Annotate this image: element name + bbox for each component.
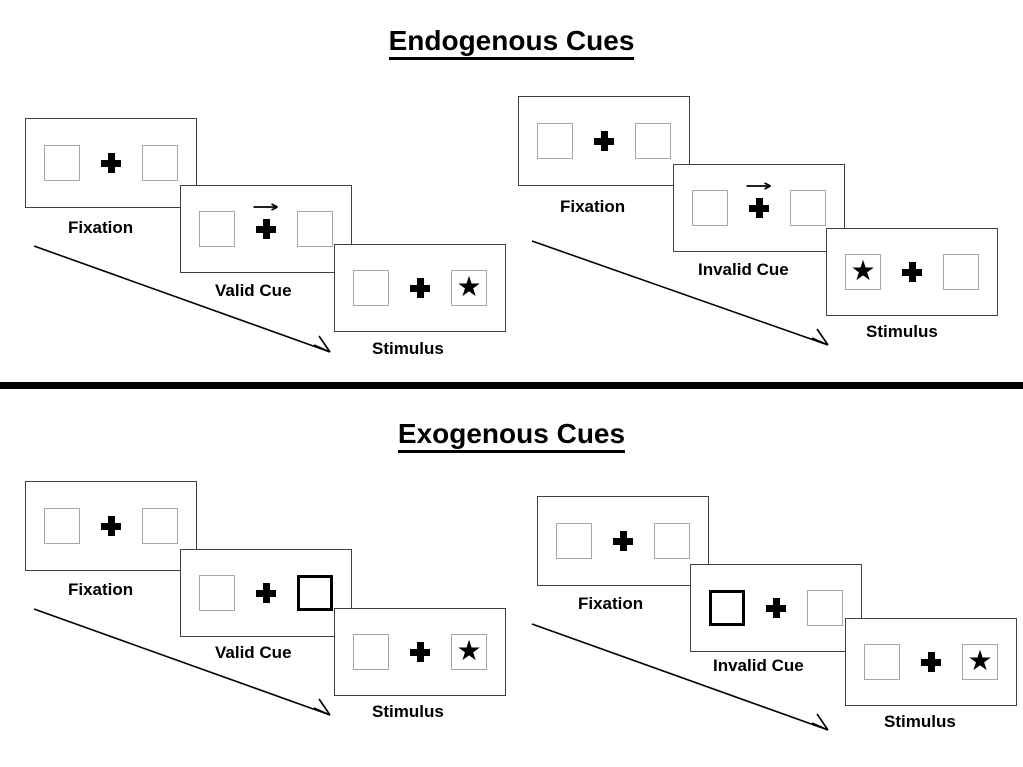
fixation-area: [746, 182, 772, 218]
left-box-cued: ★: [709, 590, 745, 626]
fixation-cross-icon: [101, 516, 121, 536]
time-arrow-exogenous-valid: [33, 608, 331, 716]
star-icon: ★: [456, 271, 482, 302]
panel-endogenous-invalid-fixation[interactable]: ★ ★: [518, 96, 690, 186]
section-title-exogenous: Exogenous Cues: [0, 418, 1023, 453]
fixation-cross-icon: [594, 131, 614, 151]
left-box: ★: [199, 575, 235, 611]
fixation-area: [610, 531, 636, 551]
fixation-cross-icon: [410, 278, 430, 298]
right-box: ★: [451, 634, 487, 670]
panel-exogenous-invalid-fixation[interactable]: ★ ★: [537, 496, 709, 586]
left-box: ★: [845, 254, 881, 290]
fixation-area: [407, 642, 433, 662]
section-title-endogenous: Endogenous Cues: [0, 25, 1023, 60]
panel-exogenous-invalid-cue[interactable]: ★ ★: [690, 564, 862, 652]
fixation-cross-icon: [766, 598, 786, 618]
fixation-area: [253, 203, 279, 239]
right-box: ★: [943, 254, 979, 290]
caption-endogenous-invalid-cue: Invalid Cue: [698, 260, 789, 279]
caption-endogenous-valid-stimulus: Stimulus: [372, 339, 444, 358]
fixation-area: [899, 262, 925, 282]
fixation-cross-icon: [101, 153, 121, 173]
star-icon: ★: [456, 635, 482, 666]
caption-exogenous-invalid-fixation: Fixation: [578, 594, 644, 613]
left-box: ★: [199, 211, 235, 247]
right-box: ★: [297, 211, 333, 247]
caption-endogenous-invalid-stimulus: Stimulus: [866, 322, 938, 341]
left-box: ★: [692, 190, 728, 226]
arrow-right-icon: [746, 182, 771, 190]
caption-endogenous-invalid-fixation: Fixation: [560, 197, 626, 216]
fixation-cross-icon: [902, 262, 922, 282]
right-box: ★: [962, 644, 998, 680]
right-box: ★: [635, 123, 671, 159]
fixation-cross-icon: [256, 219, 276, 239]
fixation-area: [763, 598, 789, 618]
time-arrow-exogenous-invalid: [531, 623, 829, 731]
panel-exogenous-valid-fixation[interactable]: ★ ★: [25, 481, 197, 571]
left-box: ★: [556, 523, 592, 559]
right-box: ★: [451, 270, 487, 306]
caption-exogenous-valid-stimulus: Stimulus: [372, 702, 444, 721]
right-box: ★: [654, 523, 690, 559]
right-box: ★: [142, 145, 178, 181]
panel-endogenous-invalid-stimulus[interactable]: ★ ★: [826, 228, 998, 316]
caption-endogenous-valid-fixation: Fixation: [68, 218, 134, 237]
caption-exogenous-valid-cue: Valid Cue: [215, 643, 292, 662]
panel-endogenous-valid-fixation[interactable]: ★ ★: [25, 118, 197, 208]
time-arrow-endogenous-invalid: [531, 240, 829, 346]
caption-exogenous-invalid-stimulus: Stimulus: [884, 712, 956, 731]
fixation-area: [98, 516, 124, 536]
star-icon: ★: [850, 255, 876, 286]
right-box: ★: [142, 508, 178, 544]
right-box-cued: ★: [297, 575, 333, 611]
star-icon: ★: [967, 645, 993, 676]
left-box: ★: [537, 123, 573, 159]
fixation-cross-icon: [921, 652, 941, 672]
left-box: ★: [44, 145, 80, 181]
panel-exogenous-valid-cue[interactable]: ★ ★: [180, 549, 352, 637]
time-arrow-endogenous-valid: [33, 245, 331, 353]
caption-endogenous-valid-cue: Valid Cue: [215, 281, 292, 300]
fixation-cross-icon: [410, 642, 430, 662]
arrow-right-icon: [253, 203, 278, 211]
panel-exogenous-valid-stimulus[interactable]: ★ ★: [334, 608, 506, 696]
left-box: ★: [864, 644, 900, 680]
fixation-cross-icon: [749, 198, 769, 218]
fixation-area: [918, 652, 944, 672]
right-box: ★: [790, 190, 826, 226]
left-box: ★: [353, 270, 389, 306]
left-box: ★: [353, 634, 389, 670]
panel-endogenous-invalid-cue[interactable]: ★ ★: [673, 164, 845, 252]
left-box: ★: [44, 508, 80, 544]
fixation-area: [98, 153, 124, 173]
right-box: ★: [807, 590, 843, 626]
fixation-cross-icon: [256, 583, 276, 603]
fixation-area: [407, 278, 433, 298]
panel-exogenous-invalid-stimulus[interactable]: ★ ★: [845, 618, 1017, 706]
fixation-area: [591, 131, 617, 151]
fixation-cross-icon: [613, 531, 633, 551]
fixation-area: [253, 583, 279, 603]
section-divider: [0, 382, 1023, 389]
caption-exogenous-invalid-cue: Invalid Cue: [713, 656, 804, 675]
caption-exogenous-valid-fixation: Fixation: [68, 580, 134, 599]
panel-endogenous-valid-cue[interactable]: ★ ★: [180, 185, 352, 273]
panel-endogenous-valid-stimulus[interactable]: ★ ★: [334, 244, 506, 332]
